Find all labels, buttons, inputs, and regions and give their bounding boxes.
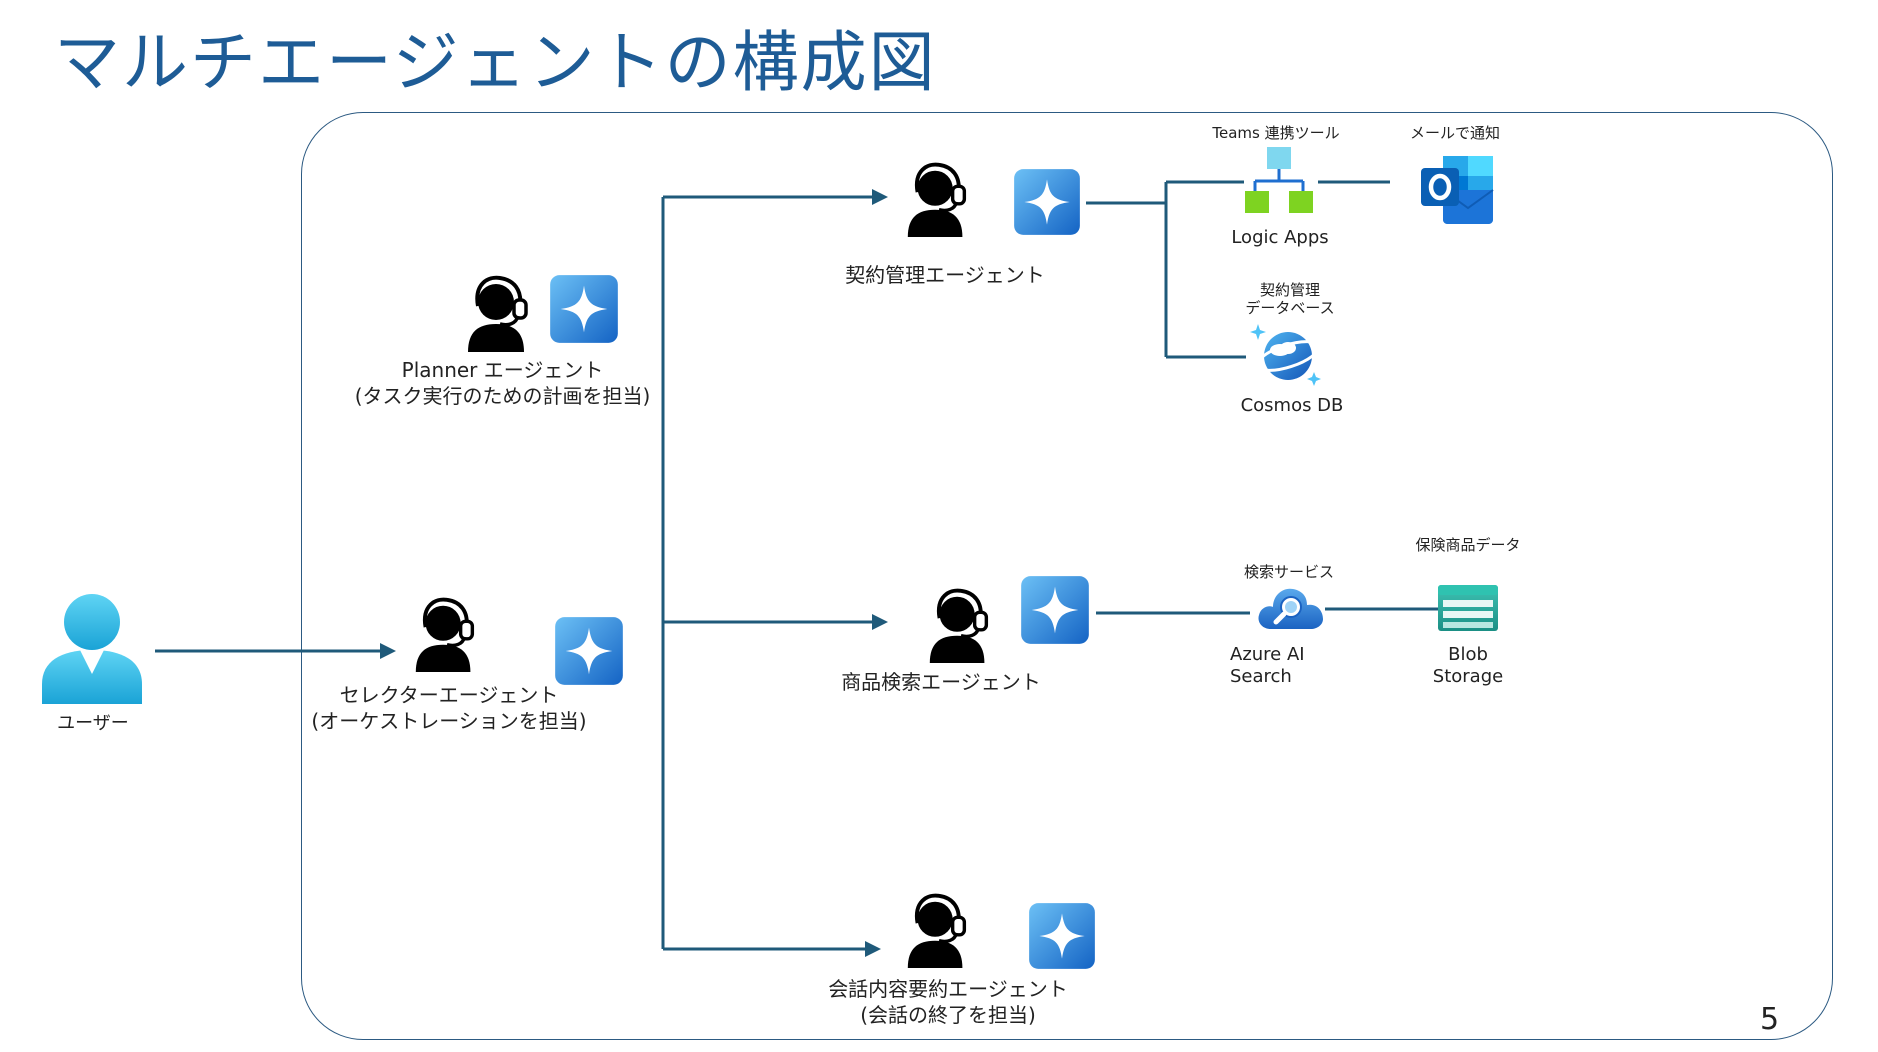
product-search-agent-label: 商品検索エージェント <box>841 670 1041 694</box>
contract-agent-label: 契約管理エージェント <box>845 263 1045 287</box>
user-icon <box>42 594 142 704</box>
summary-agent-icon <box>900 890 978 968</box>
planner-sparkle-icon <box>549 274 619 344</box>
user-label: ユーザー <box>57 713 129 734</box>
logic-apps-name: Logic Apps <box>1231 227 1329 248</box>
planner-agent-icon <box>460 272 540 352</box>
arrowhead-summary <box>865 941 881 957</box>
azure-ai-search-caption: 検索サービス <box>1243 563 1334 581</box>
cosmos-db-name: Cosmos DB <box>1240 395 1344 416</box>
selector-agent-name: セレクターエージェント <box>339 683 559 707</box>
blob-storage-name-line1: Blob <box>1448 644 1488 665</box>
summary-agent-role: (会話の終了を担当) <box>860 1003 1036 1027</box>
azure-ai-search-name: Azure AI Search <box>1226 644 1350 688</box>
cosmos-db-caption: 契約管理 データベース <box>1230 281 1350 317</box>
selector-sparkle-icon <box>554 616 624 686</box>
cosmos-db-caption-line1: 契約管理 <box>1259 281 1320 299</box>
arrowhead-contract <box>872 189 888 205</box>
product-search-sparkle-icon <box>1020 575 1090 645</box>
outlook-icon <box>1421 156 1494 224</box>
search-cloud-icon <box>1258 588 1323 629</box>
blob-storage-name-line2: Storage <box>1432 666 1504 687</box>
selector-agent-label: セレクターエージェント (オーケストレーションを担当) <box>288 682 610 734</box>
azure-ai-search-name-line1: Azure AI <box>1230 644 1305 665</box>
summary-agent-name: 会話内容要約エージェント <box>828 977 1068 1001</box>
page-number: 5 <box>1760 1002 1780 1037</box>
selector-agent-role: (オーケストレーションを担当) <box>311 709 587 733</box>
contract-sparkle-icon <box>1013 168 1081 236</box>
storage-icon <box>1438 585 1498 631</box>
cosmos-db-caption-line2: データベース <box>1245 299 1335 317</box>
cosmos-db-icon <box>1250 324 1321 386</box>
blob-storage-caption: 保険商品データ <box>1415 536 1521 554</box>
outlook-caption: メールで通知 <box>1409 124 1500 142</box>
planner-agent-name: Planner エージェント <box>401 358 604 382</box>
logic-apps-caption: Teams 連携ツール <box>1212 124 1340 142</box>
product-search-agent-icon <box>922 585 1000 663</box>
summary-sparkle-icon <box>1028 902 1096 970</box>
contract-agent-icon <box>900 159 978 237</box>
planner-agent-label: Planner エージェント (タスク実行のための計画を担当) <box>330 357 675 409</box>
page-title: マルチエージェントの構成図 <box>54 24 937 101</box>
blob-storage-name: Blob Storage <box>1408 644 1528 688</box>
logic-apps-icon <box>1245 147 1313 213</box>
arrowhead-selector <box>380 643 396 659</box>
selector-agent-icon <box>408 594 486 672</box>
system-boundary <box>301 112 1833 1040</box>
summary-agent-label: 会話内容要約エージェント (会話の終了を担当) <box>810 976 1086 1028</box>
azure-ai-search-name-line2: Search <box>1230 666 1292 687</box>
planner-agent-role: (タスク実行のための計画を担当) <box>354 384 651 408</box>
arrowhead-product-search <box>872 614 888 630</box>
